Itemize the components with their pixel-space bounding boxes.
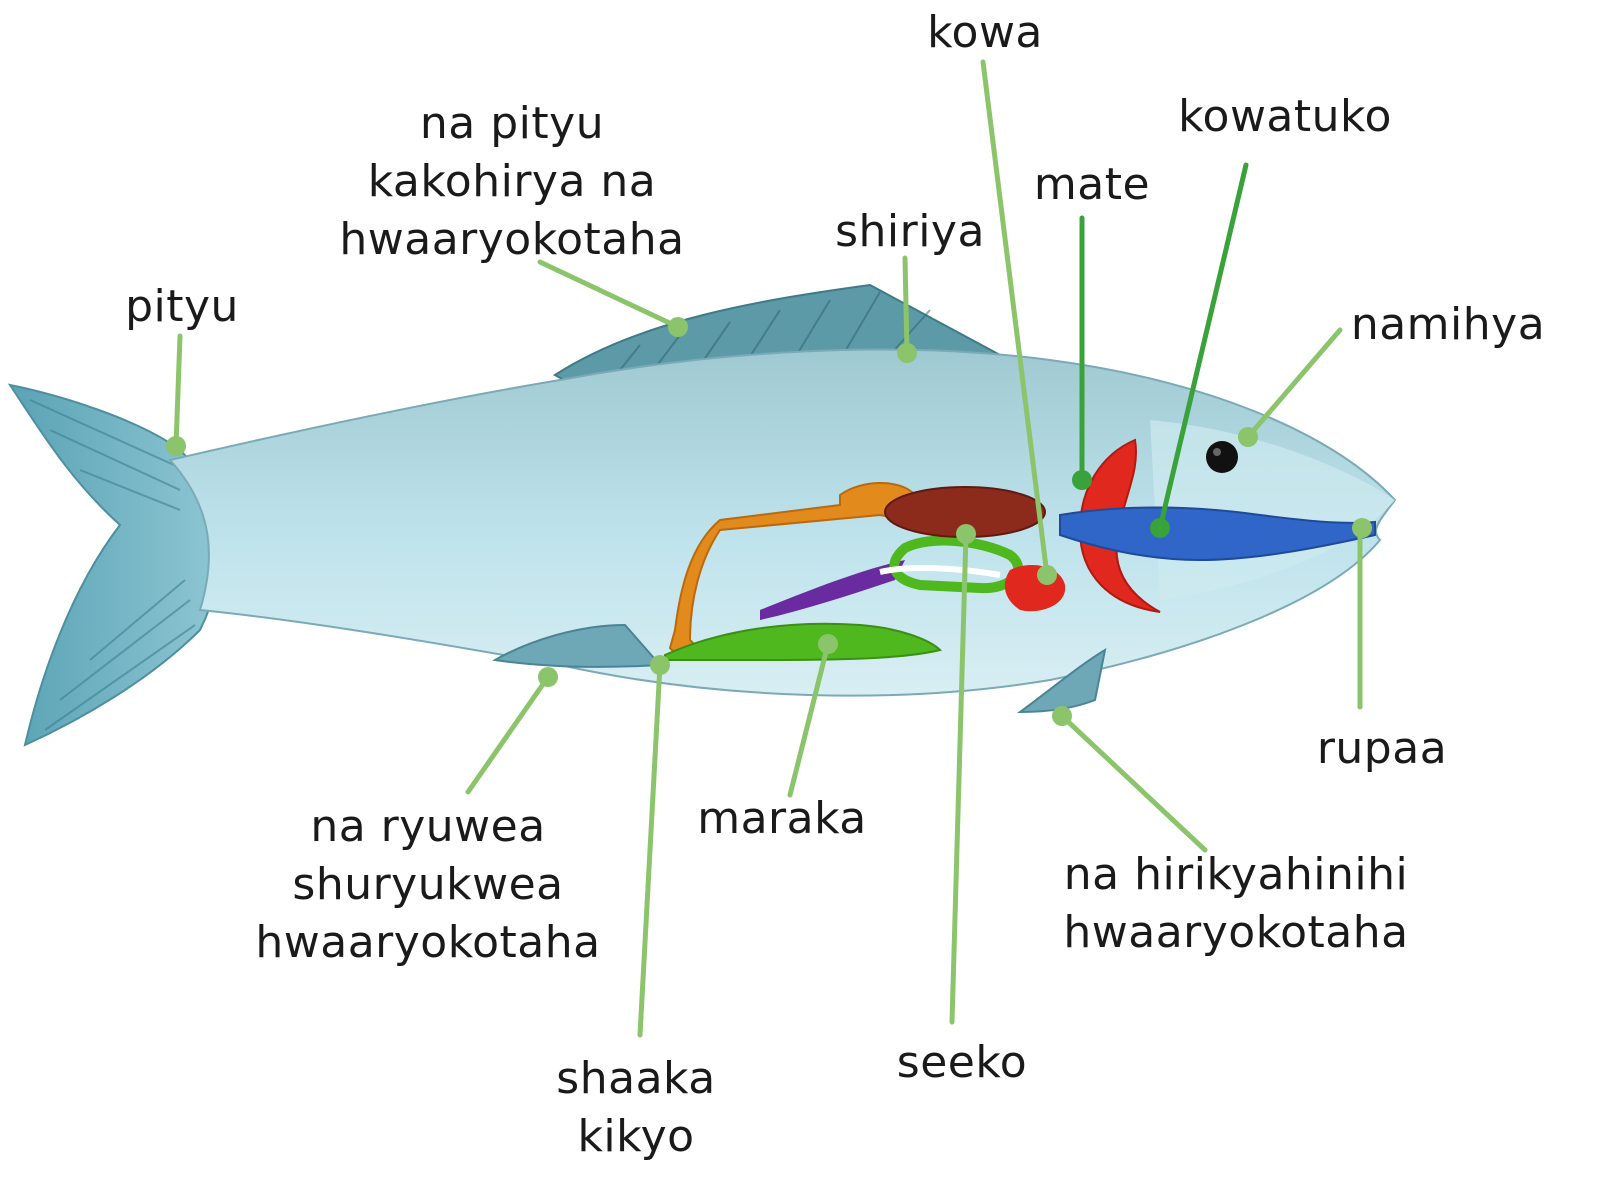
eye bbox=[1206, 441, 1238, 473]
leader-namihya bbox=[1248, 330, 1340, 437]
label-pelvic-line-1: na hirikyahinihi bbox=[1063, 846, 1408, 904]
leader-dorsal bbox=[540, 262, 678, 327]
label-shaaka-line-2: kikyo bbox=[556, 1108, 715, 1166]
leader-pelvic bbox=[1062, 716, 1205, 850]
label-seeko: seeko bbox=[897, 1034, 1027, 1092]
label-namihya: namihya bbox=[1351, 296, 1545, 354]
label-shaaka-line-1: shaaka bbox=[556, 1050, 715, 1108]
label-kowa: kowa bbox=[927, 4, 1043, 62]
label-mate: mate bbox=[1034, 156, 1150, 214]
label-anal-line-1: na ryuwea bbox=[255, 798, 600, 856]
leader-shaaka bbox=[640, 665, 660, 1035]
label-dorsal-fin: na pityu kakohirya na hwaaryokotaha bbox=[339, 95, 684, 269]
label-maraka: maraka bbox=[697, 790, 867, 848]
label-shaaka-kikyo: shaaka kikyo bbox=[556, 1050, 715, 1166]
label-rupaa: rupaa bbox=[1317, 720, 1447, 778]
label-pityu: pityu bbox=[125, 278, 239, 336]
label-dorsal-line-1: na pityu bbox=[339, 95, 684, 153]
label-anal-fin: na ryuwea shuryukwea hwaaryokotaha bbox=[255, 798, 600, 972]
label-pelvic-line-2: hwaaryokotaha bbox=[1063, 904, 1408, 962]
label-anal-line-2: shuryukwea bbox=[255, 856, 600, 914]
label-kowatuko: kowatuko bbox=[1178, 88, 1392, 146]
leader-shiriya bbox=[905, 258, 907, 353]
label-dorsal-line-3: hwaaryokotaha bbox=[339, 211, 684, 269]
label-pelvic-fin: na hirikyahinihi hwaaryokotaha bbox=[1063, 846, 1408, 962]
leader-anal bbox=[468, 677, 548, 792]
label-shiriya: shiriya bbox=[835, 203, 985, 261]
label-dorsal-line-2: kakohirya na bbox=[339, 153, 684, 211]
leader-pityu bbox=[176, 336, 180, 446]
label-anal-line-3: hwaaryokotaha bbox=[255, 914, 600, 972]
